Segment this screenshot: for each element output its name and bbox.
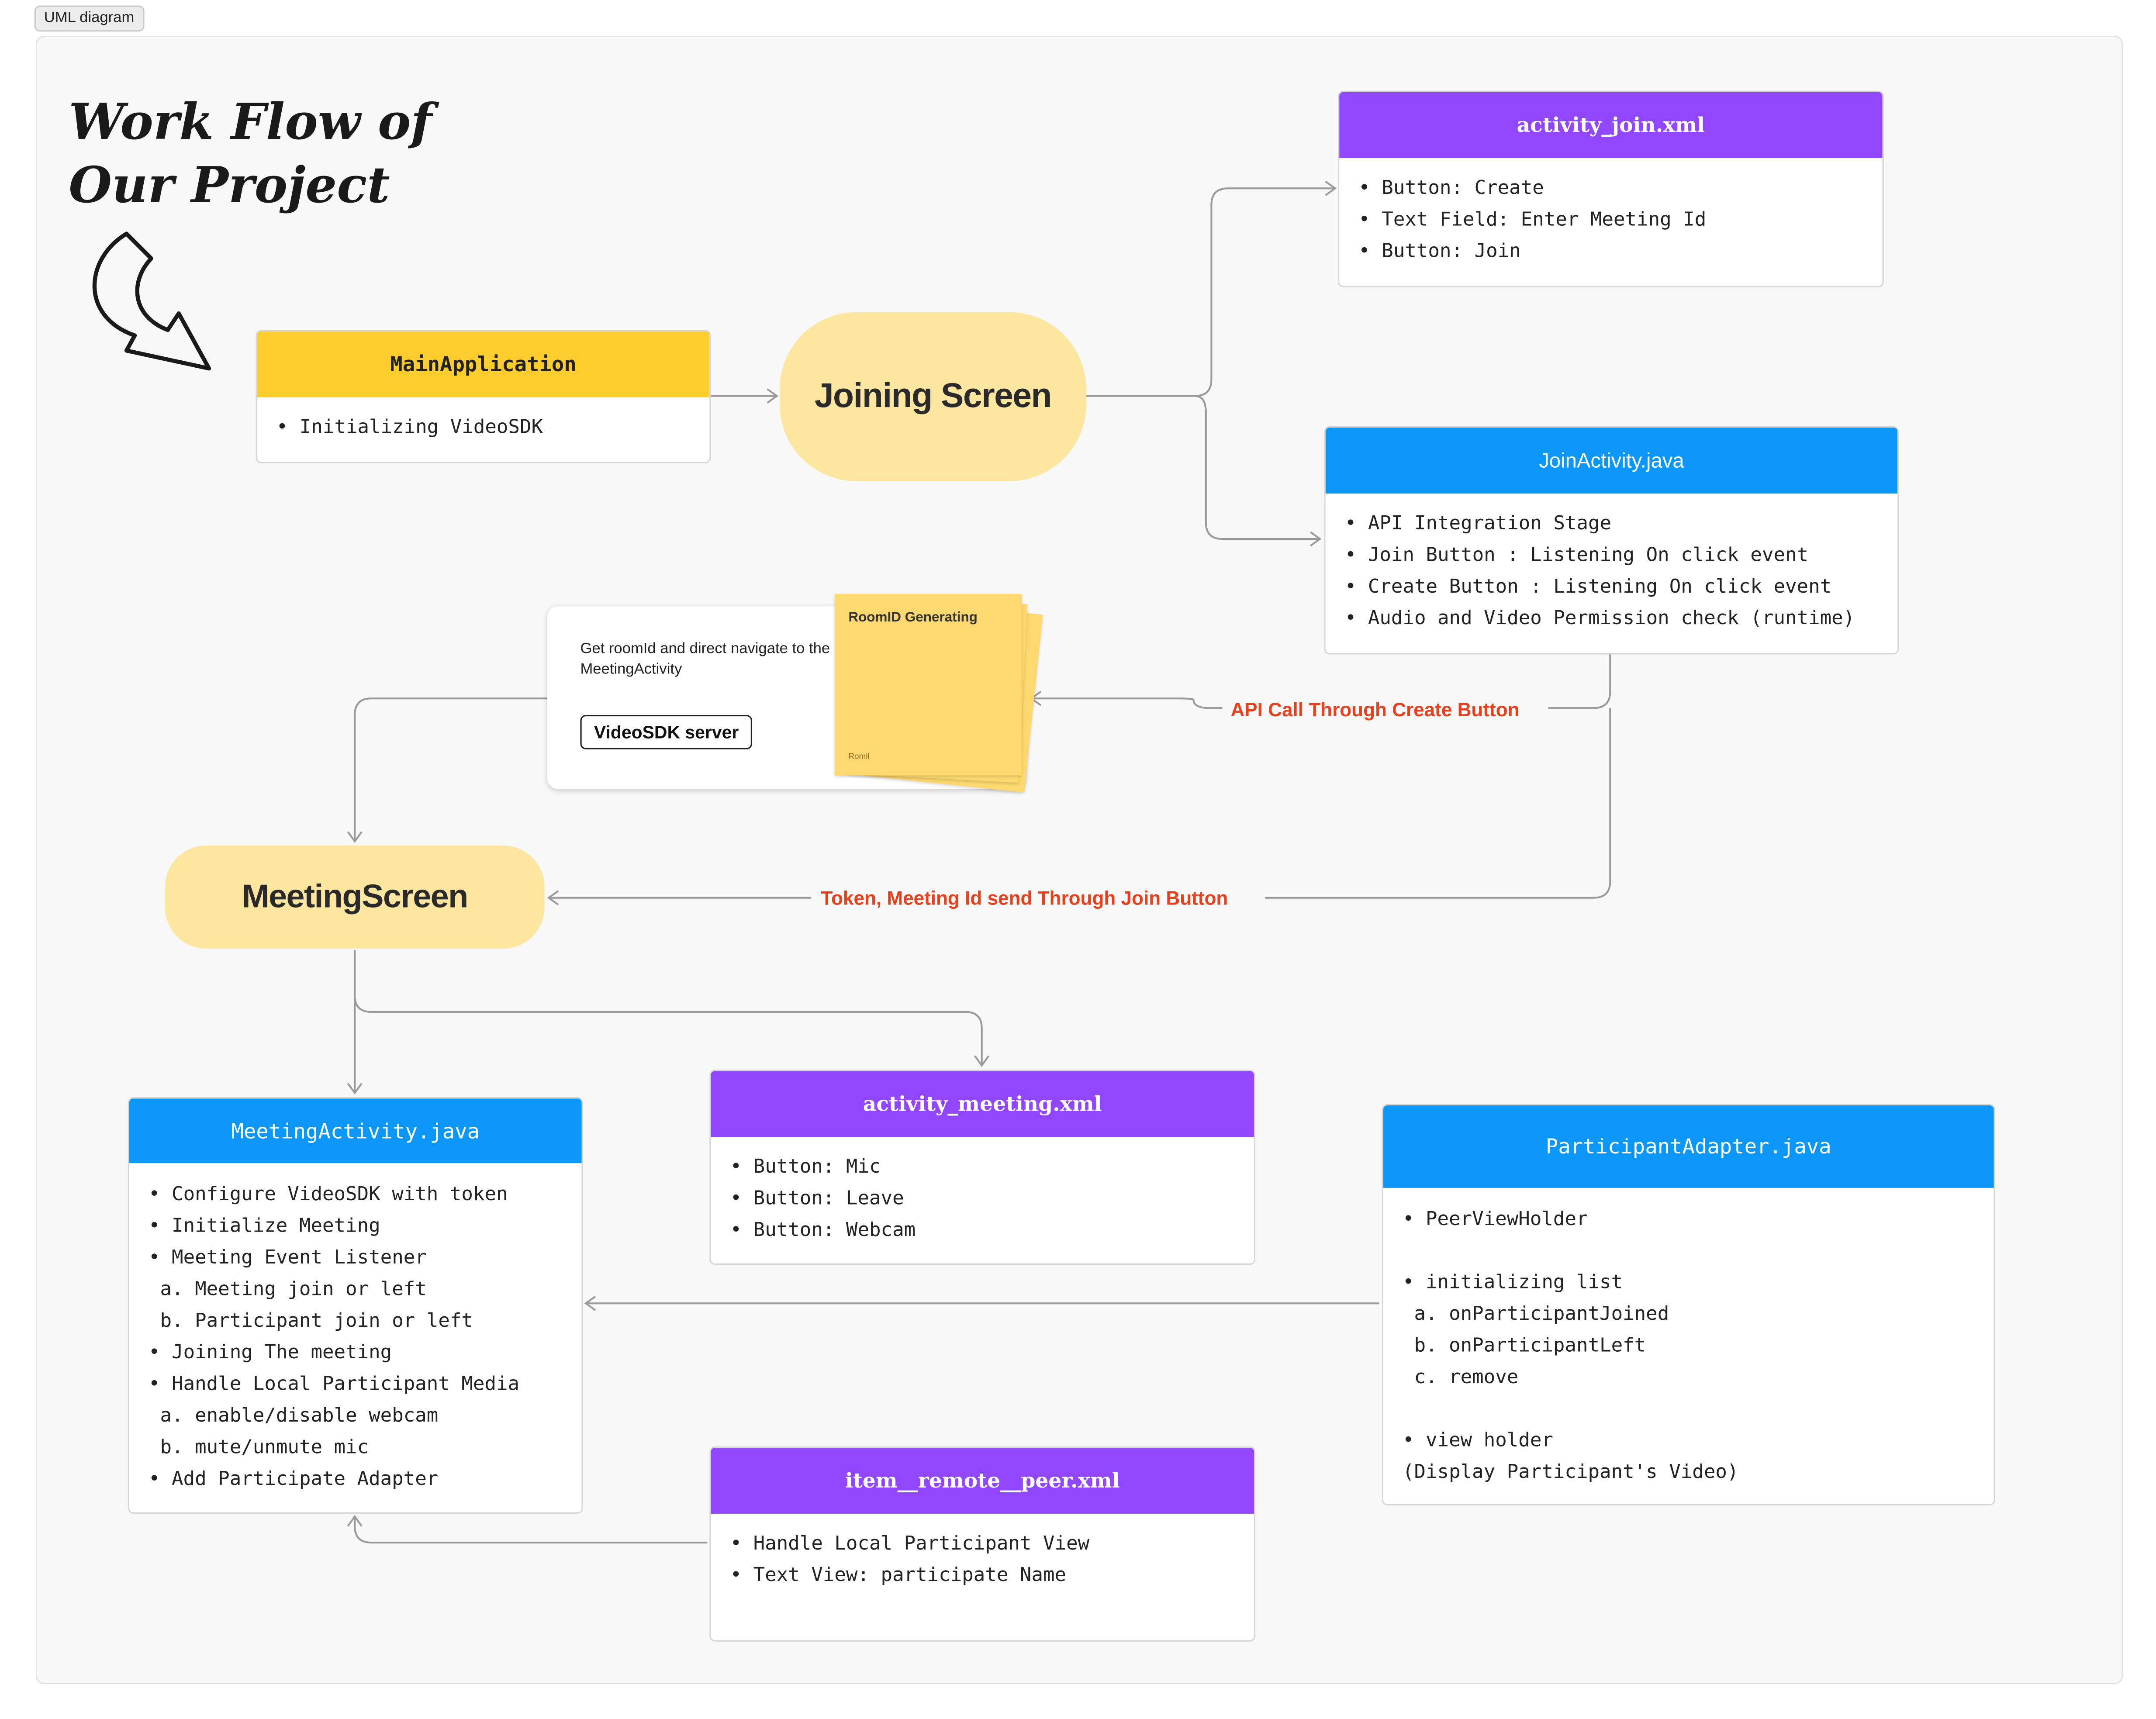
joining-screen-node[interactable]: Joining Screen: [779, 312, 1086, 481]
item-remote-peer-box[interactable]: item__remote__peer.xml • Handle Local Pa…: [709, 1446, 1256, 1642]
server-card-text: Get roomId and direct navigate to the Me…: [580, 640, 830, 678]
arrow-join-activity-to-server: [1548, 654, 1611, 709]
activity-join-header: activity_join.xml: [1339, 92, 1883, 159]
diagram-title: Work Flow of Our Project: [69, 93, 432, 215]
activity-meeting-box[interactable]: activity_meeting.xml • Button: Mic • But…: [709, 1070, 1256, 1265]
meeting-activity-body: • Configure VideoSDK with token • Initia…: [148, 1184, 520, 1491]
videosdk-server-button[interactable]: VideoSDK server: [580, 715, 753, 749]
main-application-box[interactable]: MainApplication • Initializing VideoSDK: [256, 330, 711, 463]
meeting-screen-node[interactable]: MeetingScreen: [165, 846, 545, 949]
activity-join-list: • Button: Create • Text Field: Enter Mee…: [1358, 177, 1707, 263]
item-remote-peer-list: • Handle Local Participant View • Text V…: [730, 1533, 1090, 1587]
join-activity-list: • API Integration Stage • Join Button : …: [1344, 513, 1855, 630]
meeting-activity-box[interactable]: MeetingActivity.java • Configure VideoSD…: [128, 1097, 583, 1514]
arrow-server-to-meeting-screen: [354, 697, 547, 840]
arrow-remote-peer-to-meeting-activity: [354, 1518, 707, 1544]
arrow-joining-to-join-activity: [1195, 395, 1319, 540]
participant-adapter-header: ParticipantAdapter.java: [1383, 1105, 1994, 1188]
arrow-join-activity-to-meeting-screen: [1265, 708, 1611, 899]
main-application-header: MainApplication: [257, 331, 710, 397]
item-remote-peer-header: item__remote__peer.xml: [711, 1447, 1254, 1514]
arrow-joining-to-activity-join: [1086, 187, 1334, 397]
activity-meeting-header: activity_meeting.xml: [711, 1071, 1254, 1137]
diagram-type-tag[interactable]: UML diagram: [34, 5, 144, 32]
token-edge-label: Token, Meeting Id send Through Join Butt…: [812, 885, 1237, 910]
activity-meeting-list: • Button: Mic • Button: Leave • Button: …: [730, 1156, 916, 1242]
arrow-meeting-screen-to-activity-meeting: [354, 995, 983, 1064]
hand-drawn-arrow-icon: [92, 231, 211, 371]
participant-adapter-body: • PeerViewHolder • initializing list a. …: [1402, 1208, 1739, 1484]
activity-join-box[interactable]: activity_join.xml • Button: Create • Tex…: [1338, 90, 1884, 287]
roomid-sticky-note[interactable]: RoomID Generating Romil: [834, 594, 1022, 776]
join-activity-box[interactable]: JoinActivity.java • API Integration Stag…: [1324, 426, 1899, 655]
meeting-activity-header: MeetingActivity.java: [129, 1098, 582, 1163]
main-application-body: • Initializing VideoSDK: [276, 416, 543, 439]
api-call-edge-label: API Call Through Create Button: [1222, 697, 1528, 722]
participant-adapter-box[interactable]: ParticipantAdapter.java • PeerViewHolder…: [1382, 1104, 1995, 1506]
join-activity-header: JoinActivity.java: [1325, 428, 1898, 494]
